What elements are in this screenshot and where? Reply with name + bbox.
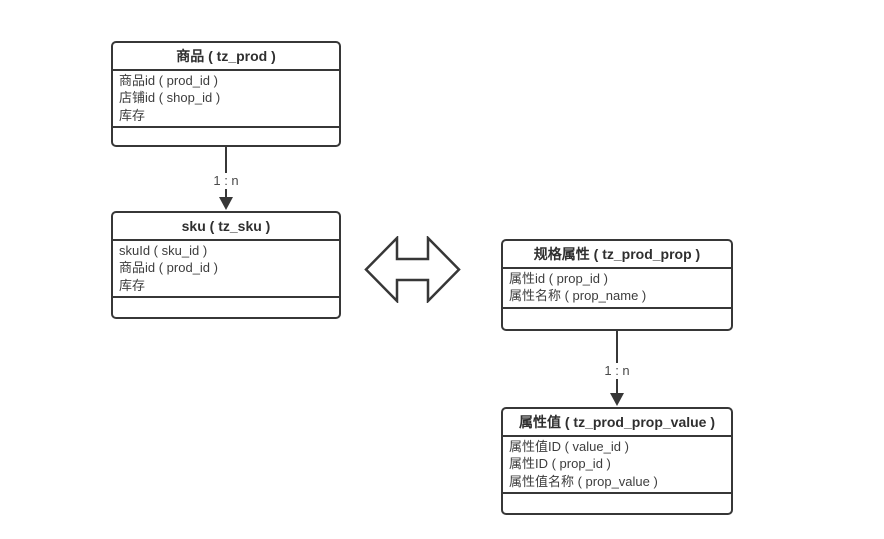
entity-table-prod-prop-value: 属性值 ( tz_prod_prop_value ) 属性值ID ( value… — [501, 407, 733, 515]
table-empty-section — [113, 128, 339, 145]
field-row: skuId ( sku_id ) — [119, 243, 208, 258]
cardinality-label: 1 : n — [601, 363, 633, 379]
table-fields-prod-prop-value: 属性值ID ( value_id ) 属性ID ( prop_id ) 属性值名… — [503, 437, 731, 495]
table-empty-section — [503, 494, 731, 513]
table-fields-prod-prop: 属性id ( prop_id ) 属性名称 ( prop_name ) — [503, 269, 731, 309]
field-row: 店铺id ( shop_id ) — [119, 90, 221, 106]
field-row: 属性id ( prop_id ) — [509, 271, 608, 286]
table-title-sku: sku ( tz_sku ) — [113, 213, 339, 241]
connector-line-prod-sku — [225, 147, 227, 197]
table-title-prod-prop: 规格属性 ( tz_prod_prop ) — [503, 241, 731, 269]
field-row: 属性名称 ( prop_name ) — [509, 288, 647, 304]
entity-table-prod: 商品 ( tz_prod ) 商品id ( prod_id ) 店铺id ( s… — [111, 41, 341, 147]
left-right-arrow-icon — [364, 236, 461, 303]
table-title-prod-prop-value: 属性值 ( tz_prod_prop_value ) — [503, 409, 731, 437]
table-title-prod: 商品 ( tz_prod ) — [113, 43, 339, 71]
entity-table-prod-prop: 规格属性 ( tz_prod_prop ) 属性id ( prop_id ) 属… — [501, 239, 733, 331]
cardinality-label: 1 : n — [210, 173, 242, 189]
connector-line-prop-value — [616, 331, 618, 393]
field-row: 库存 — [119, 277, 146, 293]
table-fields-sku: skuId ( sku_id ) 商品id ( prod_id ) 库存 — [113, 241, 339, 299]
field-row: 属性值名称 ( prop_value ) — [509, 473, 658, 489]
field-row: 库存 — [119, 107, 146, 123]
table-empty-section — [113, 298, 339, 317]
table-fields-prod: 商品id ( prod_id ) 店铺id ( shop_id ) 库存 — [113, 71, 339, 129]
entity-table-sku: sku ( tz_sku ) skuId ( sku_id ) 商品id ( p… — [111, 211, 341, 319]
field-row: 商品id ( prod_id ) — [119, 73, 218, 88]
field-row: 属性值ID ( value_id ) — [509, 439, 629, 454]
arrow-down-icon — [610, 393, 624, 406]
field-row: 属性ID ( prop_id ) — [509, 456, 611, 472]
field-row: 商品id ( prod_id ) — [119, 260, 218, 276]
table-empty-section — [503, 309, 731, 329]
arrow-down-icon — [219, 197, 233, 210]
